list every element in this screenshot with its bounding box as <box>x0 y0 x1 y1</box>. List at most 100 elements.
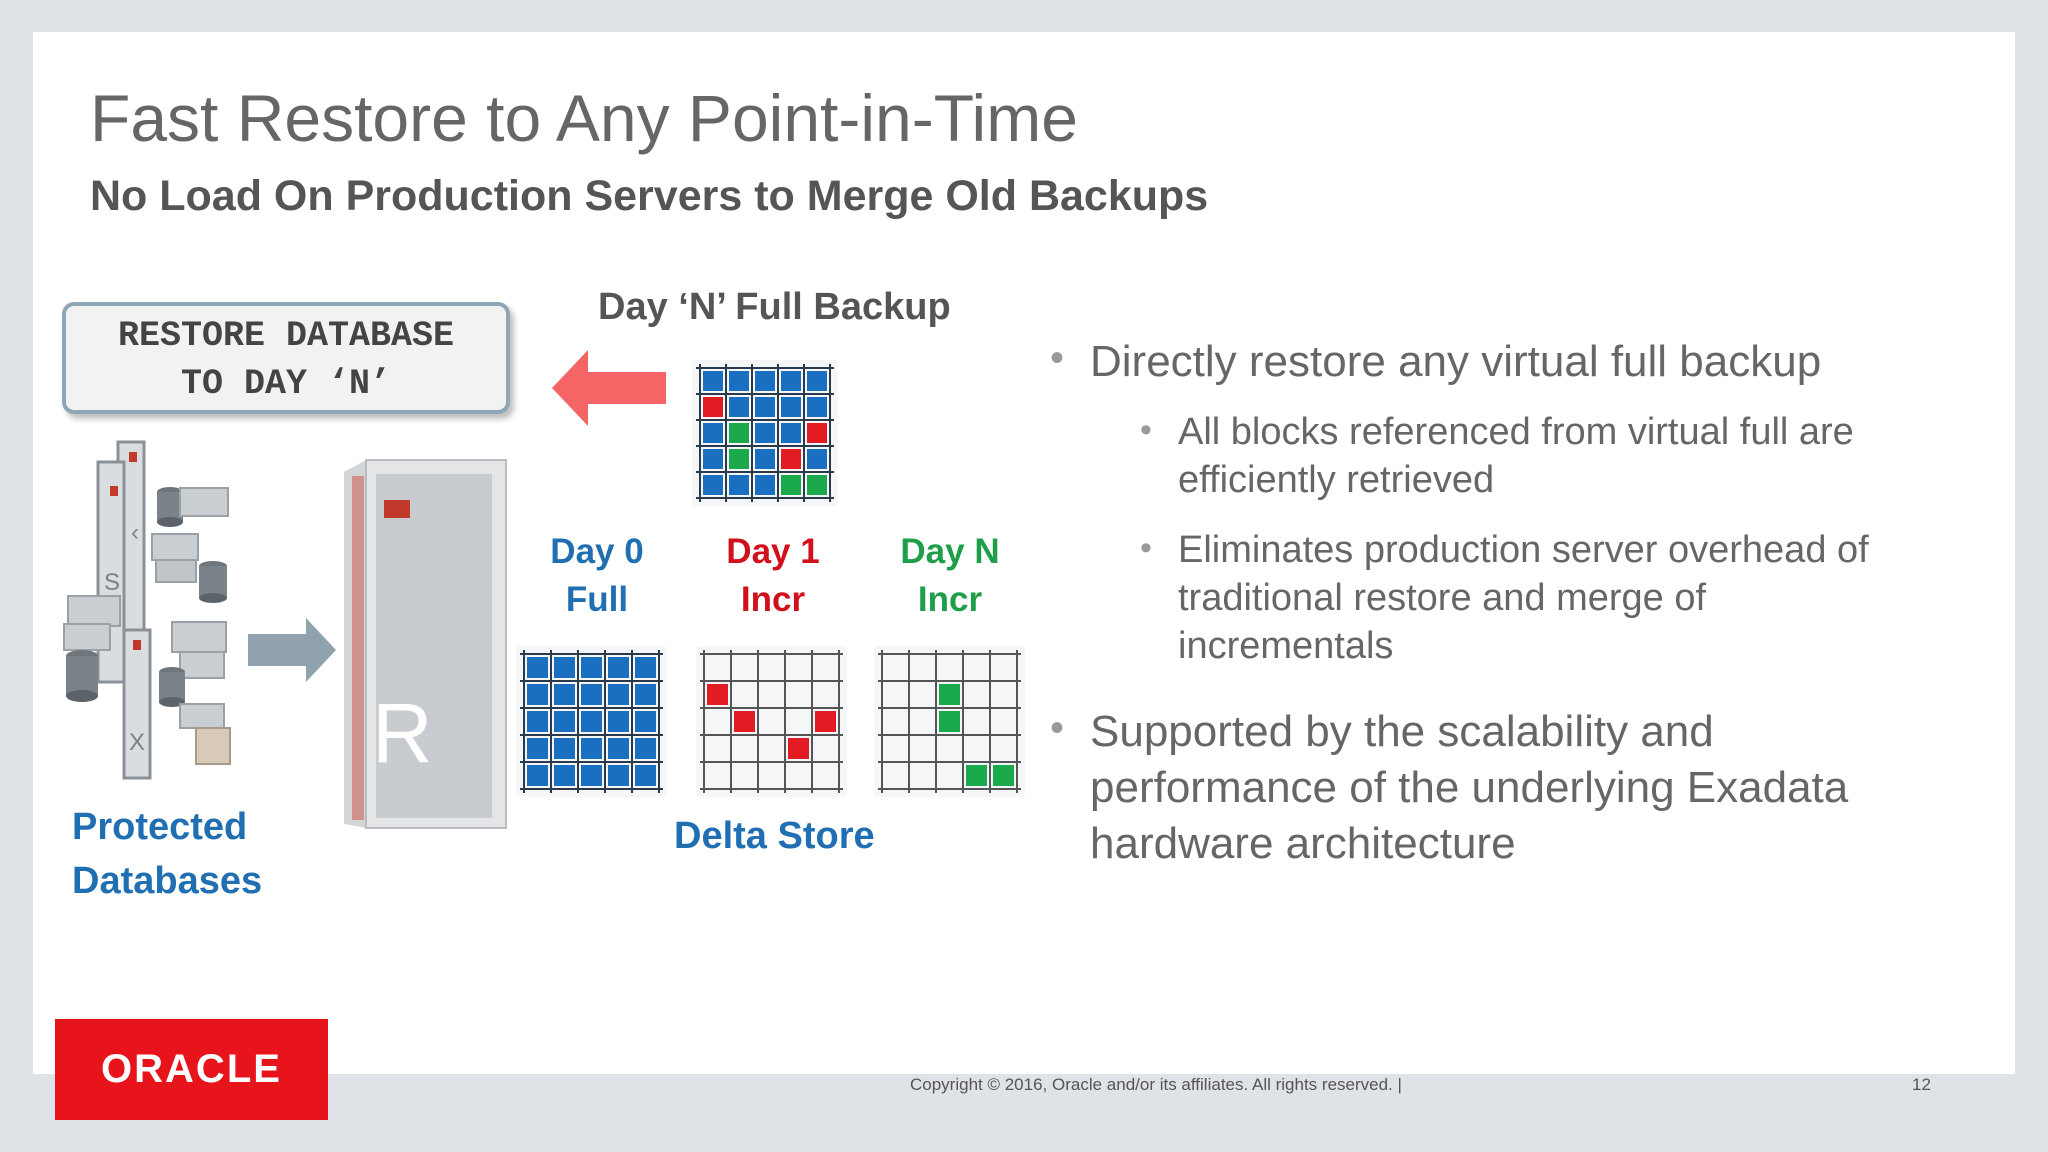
grid-block <box>608 711 629 732</box>
grid-block <box>729 423 749 443</box>
day-n-label: Day N Incr <box>875 528 1025 624</box>
grid-block <box>939 684 960 705</box>
grid-block <box>781 449 801 469</box>
grid-block <box>554 738 575 759</box>
grid-block <box>703 475 723 495</box>
grid-block <box>527 657 548 678</box>
restore-line-1: RESTORE DATABASE <box>117 316 455 356</box>
day-0-line-2: Full <box>565 580 629 619</box>
bullet-2-line-2: performance of the underlying Exadata <box>1090 763 1849 812</box>
grid-block <box>729 397 749 417</box>
grid-block <box>635 738 656 759</box>
bullet-dot-icon: • <box>1140 529 1152 567</box>
bullet-2: • Supported by the scalability and perfo… <box>1010 704 1970 872</box>
grid-block <box>781 397 801 417</box>
grid-block <box>788 738 809 759</box>
grid-block <box>729 449 749 469</box>
copyright-notice: Copyright © 2016, Oracle and/or its affi… <box>910 1075 1402 1094</box>
grid-block <box>729 475 749 495</box>
protected-line-2: Databases <box>72 860 263 902</box>
grid-block <box>608 765 629 786</box>
grid-block <box>755 449 775 469</box>
svg-text:‹: ‹ <box>131 519 139 546</box>
bullet-1-text: Directly restore any virtual full backup <box>1090 337 1822 386</box>
day-1-line-1: Day 1 <box>726 532 820 571</box>
bullet-list: • Directly restore any virtual full back… <box>1010 334 1970 890</box>
grid-block <box>527 765 548 786</box>
grid-block <box>755 423 775 443</box>
day-n-incr-grid <box>874 646 1025 797</box>
bullet-2-line-3: hardware architecture <box>1090 819 1516 868</box>
grid-block <box>939 711 960 732</box>
grid-block <box>527 711 548 732</box>
day-0-line-1: Day 0 <box>550 532 644 571</box>
grid-block <box>781 371 801 391</box>
grid-block <box>781 475 801 495</box>
grid-block <box>635 684 656 705</box>
bullet-1-sub-1-line-1: All blocks referenced from virtual full … <box>1178 411 1854 453</box>
grid-block <box>703 423 723 443</box>
bullet-dot-icon: • <box>1050 706 1065 750</box>
bullet-1-sub-2-line-3: incrementals <box>1178 625 1394 667</box>
grid-block <box>608 738 629 759</box>
day-n-line-2: Incr <box>917 580 983 619</box>
grid-block <box>707 684 728 705</box>
grid-block <box>581 711 602 732</box>
grid-block <box>554 765 575 786</box>
grid-block <box>755 371 775 391</box>
grid-block <box>581 657 602 678</box>
grid-block <box>729 371 749 391</box>
grid-block <box>554 711 575 732</box>
grid-block <box>635 711 656 732</box>
grid-block <box>807 475 827 495</box>
grid-block <box>807 449 827 469</box>
bullet-1-sub-1-line-2: efficiently retrieved <box>1178 459 1495 501</box>
day-n-line-1: Day N <box>900 532 1000 571</box>
grid-block <box>781 423 801 443</box>
day-n-full-backup-grid <box>692 360 838 506</box>
delta-store-label: Delta Store <box>674 815 875 857</box>
day-n-full-backup-label: Day ‘N’ Full Backup <box>598 286 951 328</box>
grid-block <box>703 371 723 391</box>
bullet-dot-icon: • <box>1050 336 1065 380</box>
bullet-2-line-1: Supported by the scalability and <box>1090 707 1714 756</box>
grid-background <box>696 646 847 797</box>
appliance-letter: R <box>372 686 433 780</box>
grid-block <box>554 657 575 678</box>
grid-block <box>581 738 602 759</box>
grid-block <box>527 738 548 759</box>
bullet-dot-icon: • <box>1140 411 1152 449</box>
protected-line-1: Protected <box>72 806 248 848</box>
page-number: 12 <box>1912 1075 1931 1094</box>
grid-block <box>635 657 656 678</box>
grid-block <box>703 397 723 417</box>
restore-arrow-icon <box>552 350 666 426</box>
grid-block <box>703 449 723 469</box>
grid-block <box>815 711 836 732</box>
grid-block <box>581 765 602 786</box>
protected-databases-icon: S X ‹ <box>63 440 231 780</box>
grid-block <box>993 765 1014 786</box>
grid-block <box>581 684 602 705</box>
day-1-line-2: Incr <box>740 580 806 619</box>
grid-block <box>755 397 775 417</box>
oracle-logo-text: ORACLE <box>101 1047 282 1091</box>
bullet-1-sub-2-line-2: traditional restore and merge of <box>1178 577 1707 619</box>
day-1-incr-grid <box>696 646 847 797</box>
restore-command-box: RESTORE DATABASE TO DAY ‘N’ <box>62 302 510 414</box>
bullet-1-sub-1: • All blocks referenced from virtual ful… <box>1010 408 1970 504</box>
recovery-appliance-icon: R <box>344 459 507 829</box>
day-1-label: Day 1 Incr <box>698 528 848 624</box>
day-0-label: Day 0 Full <box>522 528 672 624</box>
grid-block <box>807 371 827 391</box>
grid-block <box>755 475 775 495</box>
day-0-full-grid <box>516 646 667 797</box>
bullet-1-sub-2-line-1: Eliminates production server overhead of <box>1178 529 1869 571</box>
protected-databases-label: Protected Databases <box>72 800 262 908</box>
backup-arrow-icon <box>248 618 336 682</box>
grid-block <box>807 423 827 443</box>
grid-block <box>807 397 827 417</box>
bullet-1-sub-2: • Eliminates production server overhead … <box>1010 526 1970 670</box>
oracle-logo: ORACLE <box>55 1019 328 1120</box>
slide-subtitle: No Load On Production Servers to Merge O… <box>90 172 1209 220</box>
